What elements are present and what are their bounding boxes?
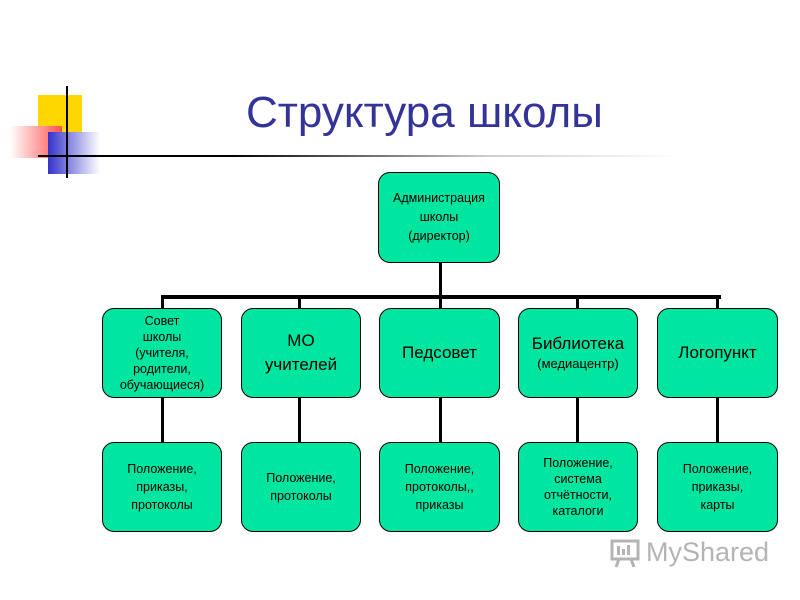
dept-label-pedsovet: Педсовет bbox=[402, 343, 477, 362]
doc-label-library: Положение, система отчётности, каталоги bbox=[543, 456, 613, 518]
dept-box-speech-therapy: Логопункт bbox=[657, 308, 778, 398]
dept-label-mo-teachers: МО учителей bbox=[264, 331, 338, 374]
doc-label-school-council: Положение, приказы, протоколы bbox=[127, 462, 197, 512]
watermark: MyShared bbox=[610, 537, 769, 568]
title-underline bbox=[38, 155, 678, 157]
dept-box-school-council: Совет школы (учителя, родители, обучающи… bbox=[102, 308, 222, 398]
doc-box-library: Положение, система отчётности, каталоги bbox=[518, 442, 638, 532]
doc-connector-4 bbox=[576, 396, 579, 444]
dept-label-speech-therapy: Логопункт bbox=[678, 343, 757, 362]
root-label: Администрация школы (директор) bbox=[393, 191, 485, 243]
dept-label-library: Библиотека bbox=[531, 334, 625, 353]
dept-box-mo-teachers: МО учителей bbox=[241, 308, 361, 398]
doc-label-pedsovet: Положение, протоколы,, приказы bbox=[404, 462, 475, 512]
doc-label-mo-teachers: Положение, протоколы bbox=[266, 471, 336, 503]
dept-connector-2 bbox=[298, 295, 301, 311]
doc-label-speech-therapy: Положение, приказы, карты bbox=[682, 462, 753, 512]
doc-box-school-council: Положение, приказы, протоколы bbox=[102, 442, 222, 532]
dept-sublabel-library: (медиацентр) bbox=[537, 356, 619, 371]
dept-connector-1 bbox=[161, 295, 164, 311]
dept-box-pedsovet: Педсовет bbox=[379, 308, 500, 398]
dept-connector-4 bbox=[576, 295, 579, 311]
doc-box-mo-teachers: Положение, протоколы bbox=[241, 442, 361, 532]
decor-vertical-line bbox=[66, 86, 68, 178]
doc-connector-2 bbox=[298, 396, 301, 444]
dept-label-school-council: Совет школы (учителя, родители, обучающи… bbox=[119, 314, 205, 392]
root-connector bbox=[439, 262, 442, 298]
root-box-administration: Администрация школы (директор) bbox=[378, 172, 500, 263]
watermark-text: MyShared bbox=[646, 537, 770, 567]
doc-connector-5 bbox=[716, 396, 719, 444]
doc-box-speech-therapy: Положение, приказы, карты bbox=[657, 442, 778, 532]
doc-connector-1 bbox=[161, 396, 164, 444]
decor-blue-square bbox=[48, 132, 100, 174]
presentation-board-icon bbox=[610, 539, 640, 568]
dept-connector-3 bbox=[439, 295, 442, 311]
page-title: Структура школы bbox=[246, 88, 603, 137]
dept-connector-5 bbox=[716, 295, 719, 311]
doc-box-pedsovet: Положение, протоколы,, приказы bbox=[379, 442, 500, 532]
dept-box-library: Библиотека (медиацентр) bbox=[518, 308, 638, 398]
doc-connector-3 bbox=[439, 396, 442, 444]
